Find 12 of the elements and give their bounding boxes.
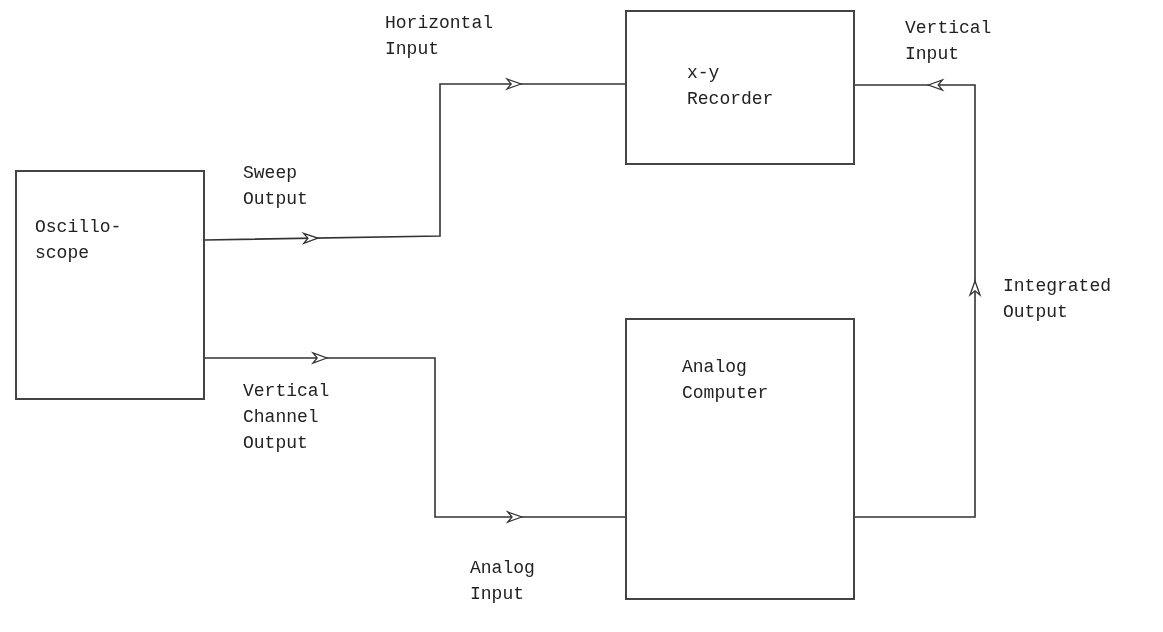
signal-label: Vertical Channel Output bbox=[243, 380, 330, 455]
block-box bbox=[15, 170, 205, 400]
block-label: Oscillo- scope bbox=[35, 216, 122, 265]
block-box bbox=[625, 10, 855, 165]
signal-label: Integrated Output bbox=[1003, 275, 1112, 324]
signal-label: Sweep Output bbox=[243, 162, 308, 211]
block-label: x-y Recorder bbox=[687, 62, 774, 111]
block-box bbox=[625, 318, 855, 600]
signal-label: Vertical Input bbox=[905, 17, 992, 66]
block-label: Analog Computer bbox=[682, 356, 769, 405]
signal-label: Analog Input bbox=[470, 557, 535, 606]
signal-label: Horizontal Input bbox=[385, 12, 494, 61]
